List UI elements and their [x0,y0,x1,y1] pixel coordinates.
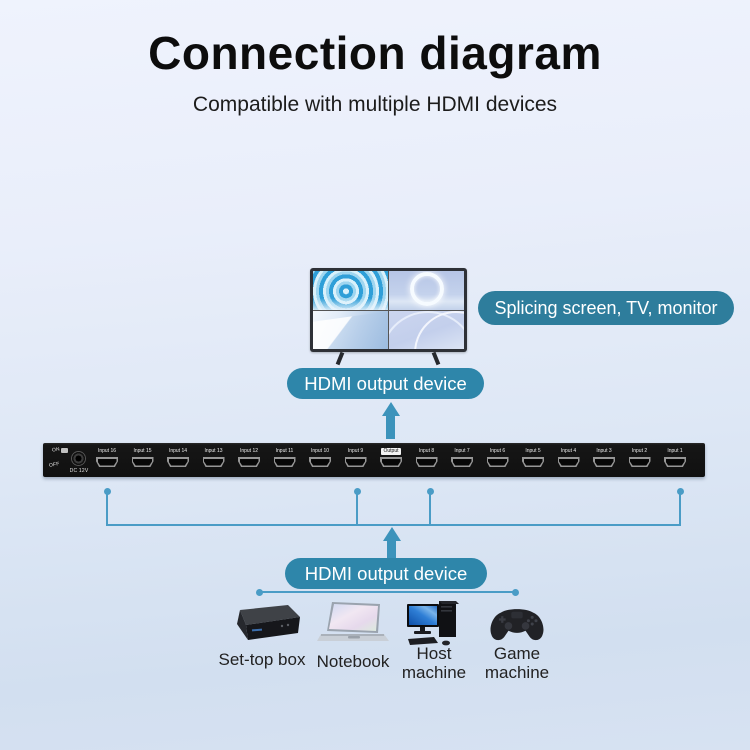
tv-screen-quadrants [313,271,464,349]
port-label: Input 2 [631,448,648,454]
connector-line [679,494,681,525]
hdmi-port: Input 10 [307,448,333,467]
page-title: Connection diagram [148,27,602,79]
connector-line [106,494,108,525]
arrow-up-icon [382,527,401,559]
power-off-label: OFF [48,461,61,469]
connector-line [356,494,358,525]
port-label: Input 5 [525,448,541,454]
connector-line [429,494,431,525]
hdmi-port: Input 12 [236,448,262,467]
source-label-host-machine: Host machine [401,644,467,682]
port-label: Input 1 [667,448,683,454]
dc-power-jack-icon [71,451,86,466]
hdmi-jack-icon [522,457,544,467]
hdmi-jack-icon [415,457,438,467]
hdmi-port: Input 5 [520,448,546,467]
tv-monitor-icon [310,268,467,352]
port-label: Input 4 [560,448,577,454]
tv-leg-icon [335,351,345,366]
source-label-game-machine: Game machine [484,644,550,682]
hdmi-port: Input 1 [662,448,688,467]
hdmi-port: Input 15 [130,448,156,467]
port-label: Input 14 [168,448,188,454]
splicing-screen-caption: Splicing screen, TV, monitor [478,291,734,325]
hdmi-port: Input 6 [485,448,511,467]
connector-dot [511,588,519,596]
power-switch-icon [61,448,68,453]
connector-dot [353,488,361,495]
hdmi-input-device-label-bottom: HDMI output device [285,558,487,589]
power-on-label: ON [51,446,61,454]
screen-quadrant-dunes [313,310,388,349]
port-label: Input 10 [310,448,330,454]
hdmi-jack-icon [628,457,651,467]
port-label: Input 8 [418,448,435,454]
hdmi-port: Input 13 [201,448,227,467]
arrow-shaft [387,541,396,559]
port-label: Input 12 [239,448,259,454]
port-label: Input 9 [347,448,364,454]
port-label: Input 13 [204,448,223,454]
tv-leg-icon [431,351,441,366]
hdmi-port: Input 3 [591,448,617,467]
port-label: Input 6 [489,448,506,454]
port-label: Input 15 [133,448,152,454]
connector-dot [676,488,684,495]
hdmi-jack-icon [238,457,260,467]
hdmi-switcher-panel: ON OFF DC 12V Input 16 Input 15 Input 14 [43,443,705,477]
page-subtitle: Compatible with multiple HDMI devices [192,93,558,116]
source-connector-line [258,591,516,593]
hdmi-port: Input 2 [627,448,653,467]
source-label-set-top-box: Set-top box [218,650,306,669]
host-machine-icon [407,601,459,646]
hdmi-port: Input 4 [556,448,582,467]
hdmi-port: Output [378,448,404,467]
hdmi-jack-icon [344,457,367,467]
hdmi-jack-icon [486,457,509,467]
screen-quadrant-ring [389,271,464,310]
notebook-icon [317,602,389,641]
hdmi-jack-icon [167,457,189,467]
hdmi-port: Input 7 [449,448,475,467]
hdmi-output-device-label-top: HDMI output device [287,368,484,399]
arrow-head [382,527,401,541]
hdmi-port: Input 16 [94,448,120,467]
hdmi-jack-icon [557,457,580,467]
hdmi-port: Input 9 [343,448,369,467]
hdmi-port: Input 14 [165,448,191,467]
port-label: Input 16 [97,448,117,454]
arrow-shaft [386,416,395,439]
connector-dot [426,488,434,495]
hdmi-jack-icon [309,457,331,467]
screen-quadrant-spiral [313,271,388,310]
source-label-notebook: Notebook [316,652,390,671]
hdmi-jack-icon [451,457,473,467]
hdmi-port: Input 8 [414,448,440,467]
set-top-box-icon [237,605,300,640]
hdmi-jack-icon [273,457,296,467]
game-machine-icon [490,609,544,641]
port-label: Input 3 [596,448,612,454]
connector-dot [103,488,111,495]
port-label: Output [381,448,401,455]
hdmi-jack-icon [202,457,225,467]
port-label: Input 11 [275,448,294,454]
hdmi-port: Input 11 [272,448,298,467]
hdmi-jack-icon [131,457,154,467]
hdmi-jack-icon [380,457,402,467]
arrow-head [381,402,400,416]
connector-dot [255,588,263,596]
hdmi-jack-icon [593,457,615,467]
dc-12v-label: DC 12V [69,468,89,474]
hdmi-jack-icon [96,457,118,467]
arrow-up-icon [381,402,400,439]
port-label: Input 7 [454,448,470,454]
hdmi-jack-icon [664,457,686,467]
connector-bracket [106,524,681,526]
screen-quadrant-arcs [389,310,464,349]
hdmi-port-row: Input 16 Input 15 Input 14 Input 13 [94,448,688,467]
